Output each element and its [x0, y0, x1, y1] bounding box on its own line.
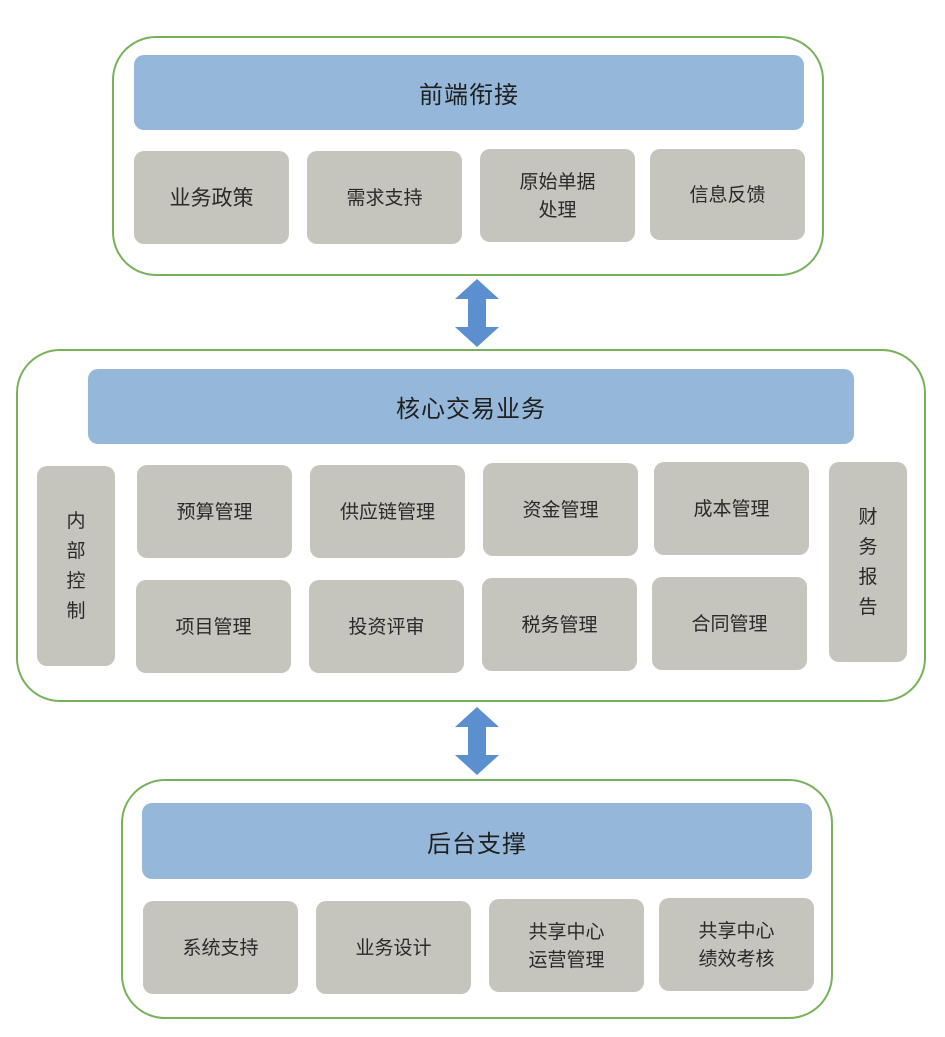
- front-item-policy: 业务政策: [134, 151, 289, 244]
- core-item-contract: 合同管理: [652, 577, 807, 670]
- core-item-supply-chain: 供应链管理: [310, 465, 465, 558]
- front-section-title: 前端衔接: [134, 55, 804, 130]
- back-item-business-design: 业务设计: [316, 901, 471, 994]
- core-item-cost: 成本管理: [654, 462, 809, 555]
- core-item-budget: 预算管理: [137, 465, 292, 558]
- back-item-shared-center-operations: 共享中心 运营管理: [489, 899, 644, 992]
- double-arrow-icon: [455, 279, 499, 347]
- core-item-investment-review: 投资评审: [309, 580, 464, 673]
- core-section-title: 核心交易业务: [88, 369, 854, 444]
- double-arrow-icon: [455, 707, 499, 775]
- core-item-funds: 资金管理: [483, 463, 638, 556]
- internal-control-label: 内 部 控 制: [37, 466, 115, 666]
- back-section-title: 后台支撑: [142, 803, 812, 879]
- financial-report-label: 财 务 报 告: [829, 462, 907, 662]
- front-item-document-processing: 原始单据 处理: [480, 149, 635, 242]
- front-item-requirement: 需求支持: [307, 151, 462, 244]
- core-item-project: 项目管理: [136, 580, 291, 673]
- back-item-shared-center-performance: 共享中心 绩效考核: [659, 898, 814, 991]
- core-item-tax: 税务管理: [482, 578, 637, 671]
- front-item-feedback: 信息反馈: [650, 149, 805, 240]
- back-item-system-support: 系统支持: [143, 901, 298, 994]
